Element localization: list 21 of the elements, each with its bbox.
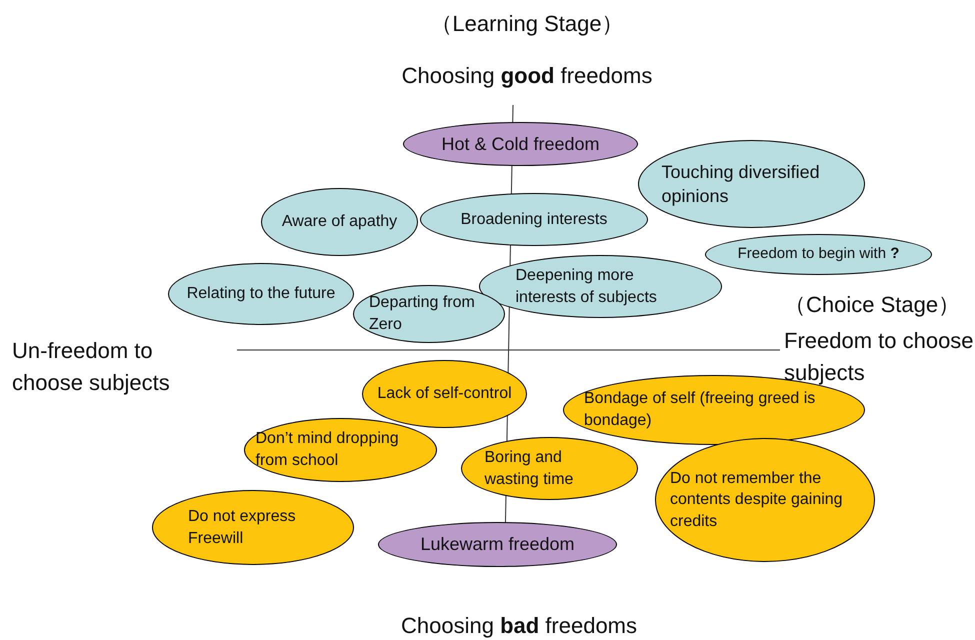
stage-heading: （Choice Stage） bbox=[784, 291, 962, 319]
node-text: Boring and wasting time bbox=[484, 448, 574, 490]
node-text: Aware of apathy bbox=[282, 212, 398, 232]
axis-label: Freedom to choose subjects bbox=[784, 327, 974, 387]
node-text: Hot & Cold freedom bbox=[441, 132, 600, 156]
node-text: Lukewarm freedom bbox=[420, 533, 575, 556]
axis-label: Choosing good freedoms bbox=[400, 62, 654, 90]
node-text: Bondage of self (freeing greed is bondage) bbox=[584, 389, 816, 431]
axis-label: Un-freedom to choose subjects bbox=[12, 337, 171, 397]
node-text: Departing from Zero bbox=[369, 293, 476, 335]
node-text: Touching diversified opinions bbox=[662, 160, 821, 208]
node-text: Don’t mind dropping from school bbox=[256, 429, 400, 471]
axis-label: Choosing bad freedoms bbox=[400, 612, 638, 640]
node-text: Relating to the future bbox=[186, 284, 336, 304]
node-text: Broadening interests bbox=[460, 210, 608, 230]
node-text: Do not remember the contents despite gaining credits bbox=[670, 468, 844, 532]
node-text: Freedom to begin with ? bbox=[738, 244, 900, 264]
node-text: Deepening more interests of subjects bbox=[516, 266, 658, 308]
node-text: Do not express Freewill bbox=[188, 506, 297, 548]
stage-heading: （Learning Stage） bbox=[429, 10, 625, 38]
node-text: Lack of self-control bbox=[377, 384, 512, 404]
